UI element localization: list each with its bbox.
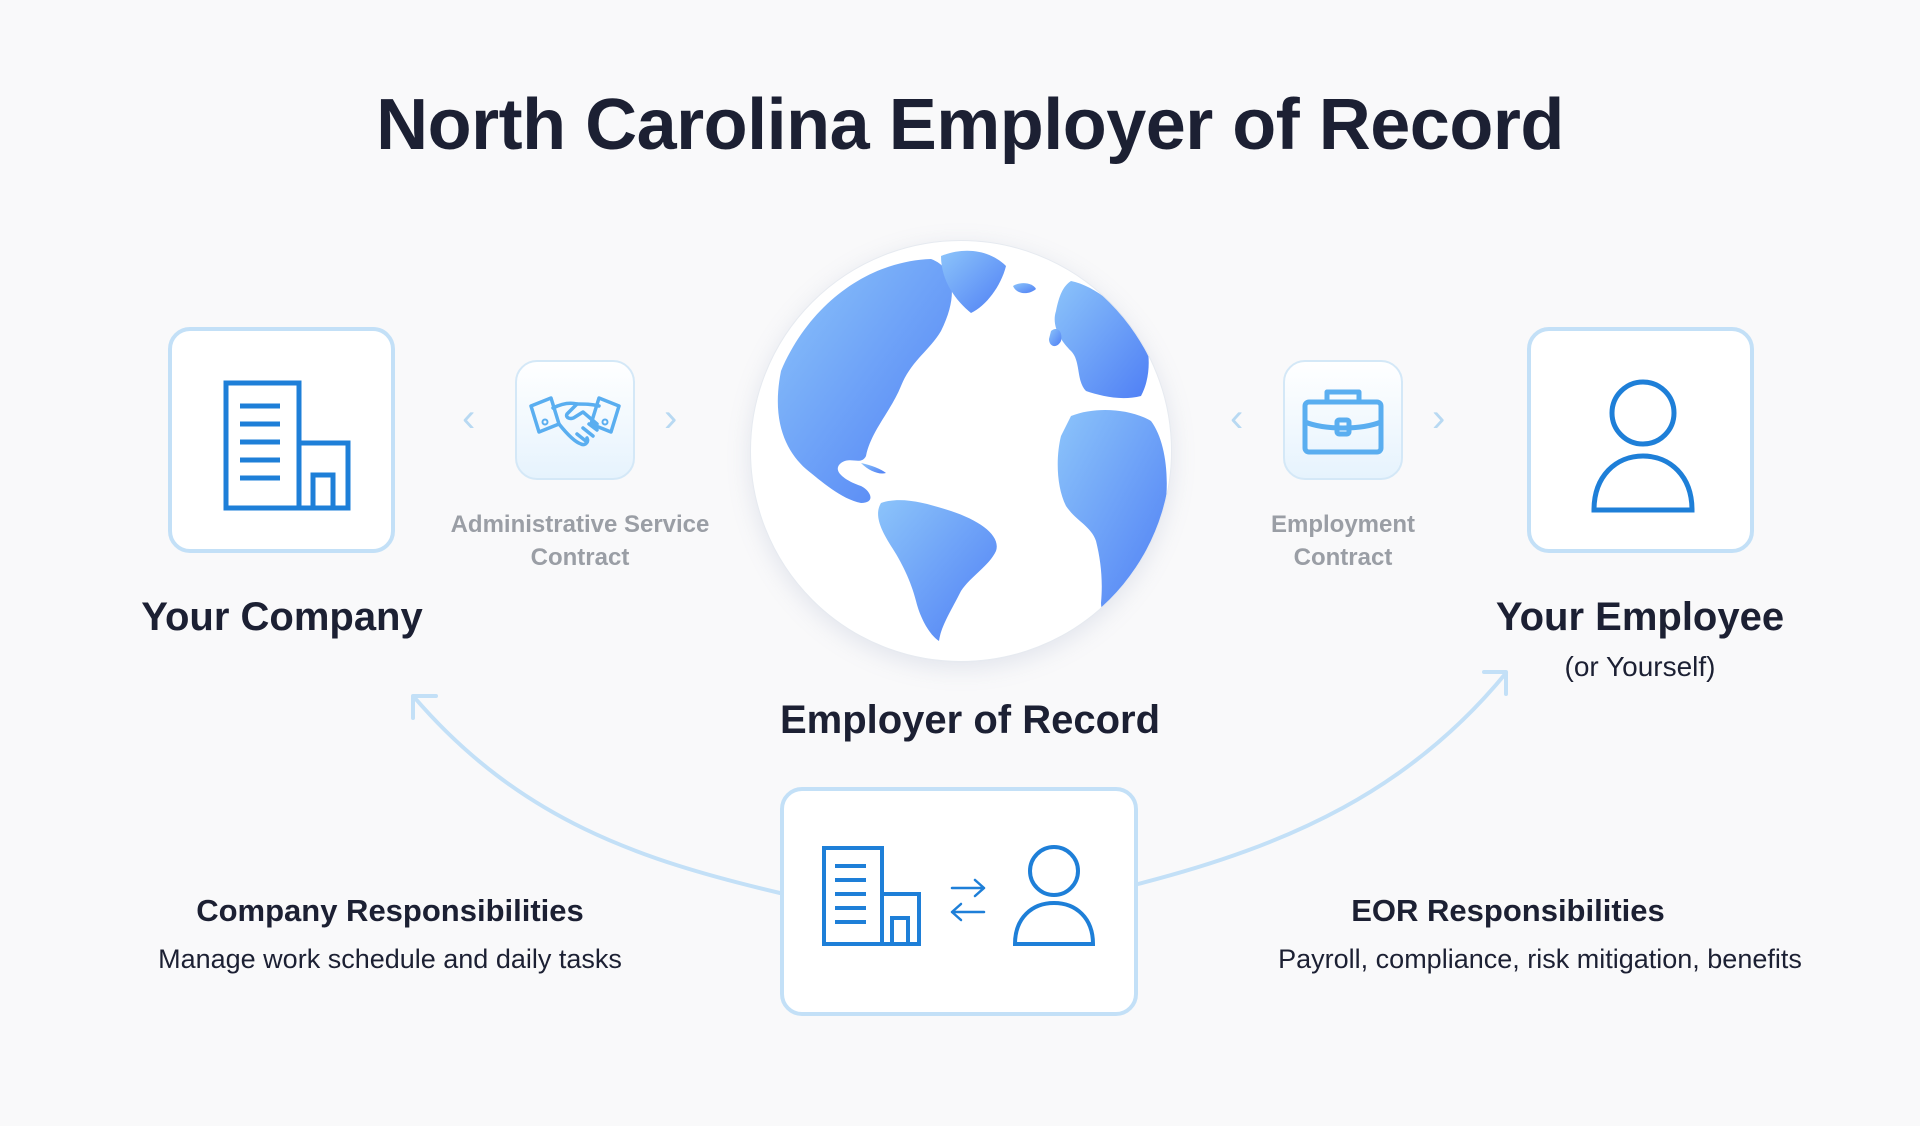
- employment-contract-label: Employment Contract: [1203, 508, 1483, 574]
- company-responsibilities-description: Manage work schedule and daily tasks: [158, 944, 622, 974]
- eor-responsibilities-description: Payroll, compliance, risk mitigation, be…: [1278, 944, 1802, 974]
- arrow-to-employee-head: [1482, 670, 1508, 696]
- employment-contract-badge: [1283, 360, 1403, 480]
- chevron-left-icon: ‹: [462, 396, 476, 440]
- exchange-arrows-icon: [950, 878, 986, 922]
- chevron-left-icon: ‹: [1230, 396, 1244, 440]
- employment-contract-line2: Contract: [1293, 544, 1393, 571]
- person-icon: [1591, 379, 1695, 513]
- arrow-to-employee: [1136, 671, 1508, 886]
- employee-sublabel: (or Yourself): [1564, 651, 1716, 682]
- chevron-right-icon: ›: [664, 396, 678, 440]
- person-icon: [1012, 845, 1096, 946]
- company-label: Your Company: [141, 595, 423, 639]
- chevron-right-icon: ›: [1432, 396, 1446, 440]
- briefcase-icon: [1302, 389, 1384, 455]
- company-card: [168, 327, 395, 553]
- building-icon: [822, 846, 921, 946]
- eor-responsibilities-title: EOR Responsibilities: [1351, 893, 1665, 928]
- arrow-to-company-head: [411, 694, 438, 720]
- employee-card: [1527, 327, 1754, 553]
- eor-label: Employer of Record: [779, 698, 1161, 742]
- globe-icon: [750, 240, 1172, 662]
- admin-contract-label: Administrative Service Contract: [420, 508, 740, 574]
- admin-contract-line1: Administrative Service: [450, 511, 710, 538]
- handshake-icon: [529, 396, 621, 447]
- page-title: North Carolina Employer of Record: [376, 85, 1564, 165]
- eor-relationship-card: [780, 787, 1138, 1016]
- employee-label: Your Employee: [1495, 595, 1785, 639]
- building-icon: [223, 380, 351, 511]
- employment-contract-line1: Employment: [1270, 511, 1416, 538]
- admin-contract-badge: [515, 360, 635, 480]
- admin-contract-line2: Contract: [530, 544, 630, 571]
- arrow-to-company: [412, 695, 782, 895]
- company-responsibilities-title: Company Responsibilities: [196, 893, 584, 928]
